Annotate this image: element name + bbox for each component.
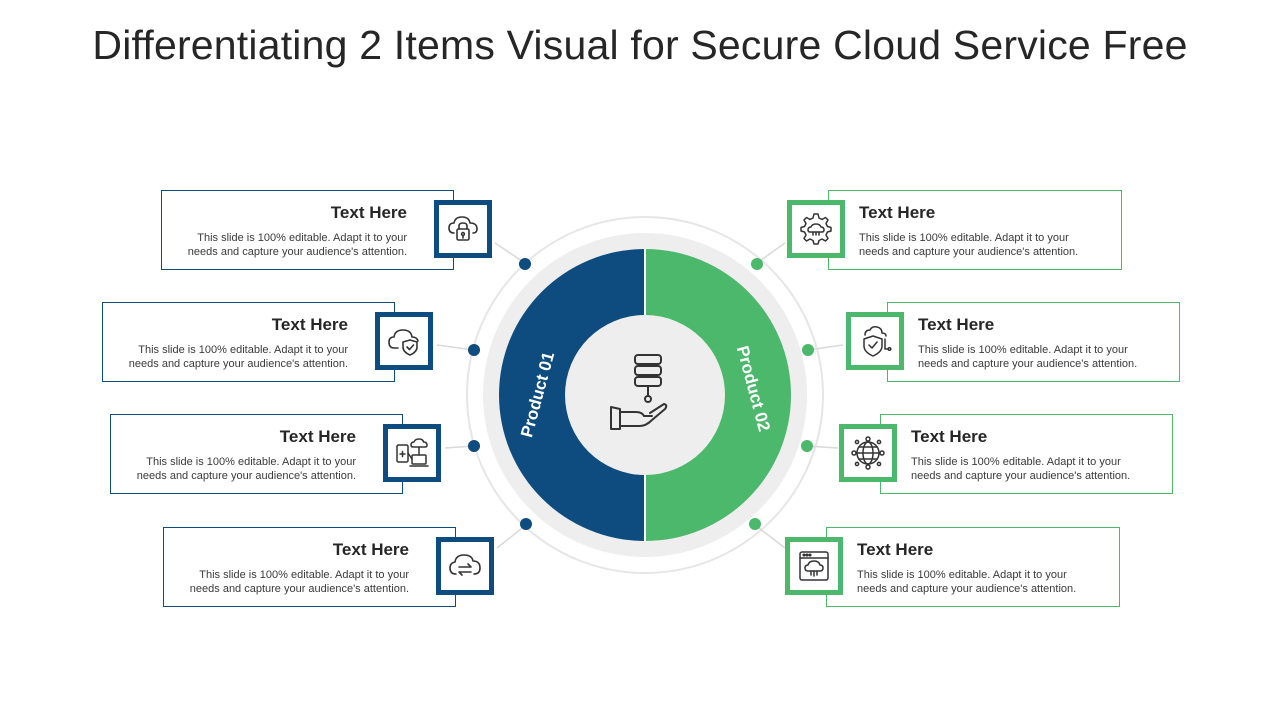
left-item-1: Text Here This slide is 100% editable. A… <box>161 190 454 270</box>
right-item-4: Text Here This slide is 100% editable. A… <box>826 527 1120 607</box>
connector-dot <box>519 258 531 270</box>
connector-dot <box>468 344 480 356</box>
page-title: Differentiating 2 Items Visual for Secur… <box>92 22 1188 68</box>
connector-dot <box>751 258 763 270</box>
left-item-3: Text Here This slide is 100% editable. A… <box>110 414 403 494</box>
cloud-lock-icon <box>434 200 492 258</box>
cloud-shield-icon <box>375 312 433 370</box>
gear-cloud-icon <box>787 200 845 258</box>
connector-dot <box>749 518 761 530</box>
connector-dot <box>801 440 813 452</box>
cloud-transfer-icon <box>436 537 494 595</box>
connector-dot <box>802 344 814 356</box>
item-description: This slide is 100% editable. Adapt it to… <box>859 232 1079 258</box>
devices-cloud-icon <box>383 424 441 482</box>
connector-dot <box>520 518 532 530</box>
item-description: This slide is 100% editable. Adapt it to… <box>189 569 409 595</box>
right-item-3: Text Here This slide is 100% editable. A… <box>880 414 1173 494</box>
item-title: Text Here <box>859 203 936 222</box>
item-description: This slide is 100% editable. Adapt it to… <box>136 456 356 482</box>
item-description: This slide is 100% editable. Adapt it to… <box>857 569 1077 595</box>
item-title: Text Here <box>330 203 407 222</box>
item-title: Text Here <box>918 315 995 334</box>
left-item-4: Text Here This slide is 100% editable. A… <box>163 527 456 607</box>
server-hand-icon <box>610 354 668 430</box>
left-item-2: Text Here This slide is 100% editable. A… <box>102 302 395 382</box>
item-description: This slide is 100% editable. Adapt it to… <box>187 232 407 258</box>
right-item-2: Text Here This slide is 100% editable. A… <box>887 302 1180 382</box>
item-description: This slide is 100% editable. Adapt it to… <box>128 344 348 370</box>
right-item-1: Text Here This slide is 100% editable. A… <box>828 190 1122 270</box>
item-title: Text Here <box>332 540 409 559</box>
item-title: Text Here <box>911 427 988 446</box>
globe-network-icon <box>839 424 897 482</box>
left-connectors <box>436 242 527 549</box>
item-description: This slide is 100% editable. Adapt it to… <box>918 344 1138 370</box>
item-title: Text Here <box>271 315 348 334</box>
item-title: Text Here <box>279 427 356 446</box>
outer-guide-ring <box>466 216 824 574</box>
browser-cloud-icon <box>785 537 843 595</box>
item-title: Text Here <box>857 540 934 559</box>
connector-dot <box>468 440 480 452</box>
shield-cloud-network-icon <box>846 312 904 370</box>
item-description: This slide is 100% editable. Adapt it to… <box>911 456 1131 482</box>
inner-circle <box>565 315 725 475</box>
